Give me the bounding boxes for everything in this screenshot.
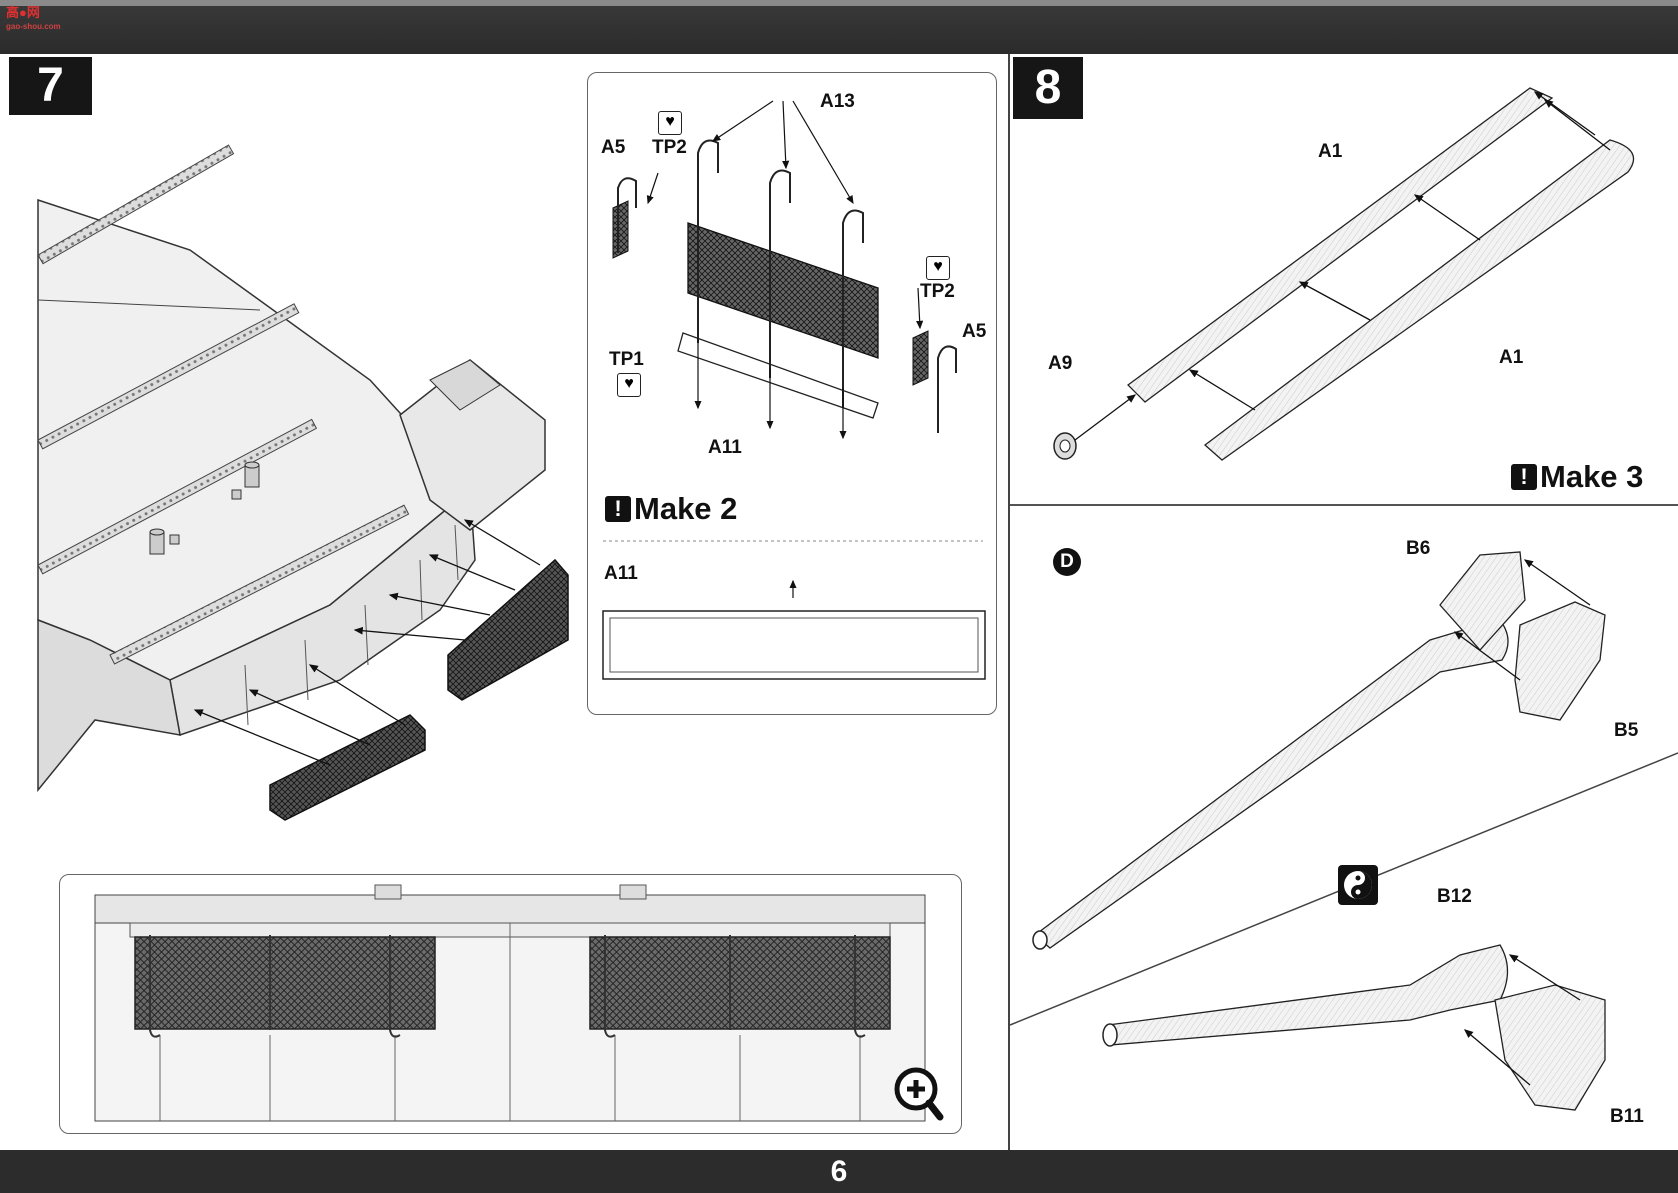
vertical-divider	[1008, 54, 1010, 1150]
zoom-detail-box	[59, 874, 962, 1134]
label-tp2-right: TP2	[920, 281, 955, 302]
label-b11: B11	[1610, 1106, 1644, 1127]
label-b12: B12	[1437, 886, 1472, 907]
broken-heart-icon: ♥	[617, 373, 641, 397]
label-a11: A11	[708, 437, 742, 458]
bottom-bar	[0, 1150, 1678, 1193]
broken-heart-icon: ♥	[926, 256, 950, 280]
sub-step-d-badge: D	[1053, 548, 1081, 576]
label-tp2-left: TP2	[652, 137, 687, 158]
label-a5-left: A5	[601, 137, 626, 158]
exclamation-icon: !	[605, 496, 631, 522]
make-3-label: !Make 3	[1511, 459, 1643, 495]
label-a1-top: A1	[1318, 141, 1343, 162]
label-a5-right: A5	[962, 321, 987, 342]
step-7-badge: 7	[9, 57, 92, 115]
page-number: 6	[830, 1155, 848, 1188]
label-b6: B6	[1406, 538, 1431, 559]
label-a13: A13	[820, 91, 855, 112]
label-b5: B5	[1614, 720, 1639, 741]
zoom-in-icon	[894, 1067, 944, 1121]
label-a1-right: A1	[1499, 347, 1524, 368]
detail-box: A13 A5 ♥ TP2 ♥ TP2 A5 TP1 ♥ A11 !Make 2 …	[587, 72, 997, 715]
label-a11-sub: A11	[604, 563, 638, 584]
label-tp1: TP1	[609, 349, 644, 370]
yin-yang-icon	[1338, 865, 1378, 905]
top-bar	[0, 0, 1678, 54]
broken-heart-icon: ♥	[658, 111, 682, 135]
horizontal-divider	[1010, 504, 1678, 506]
label-a9: A9	[1048, 353, 1073, 374]
make-2-label: !Make 2	[605, 491, 737, 527]
turret-roof-illustration	[37, 144, 569, 821]
step-8-badge: 8	[1013, 57, 1083, 119]
exclamation-icon: !	[1511, 464, 1537, 490]
